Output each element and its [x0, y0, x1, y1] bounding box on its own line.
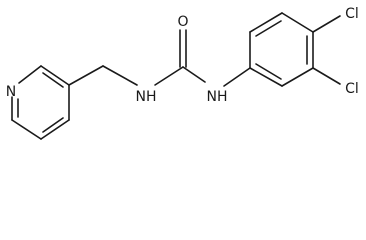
oxygen-label: O: [177, 14, 188, 30]
bond-c-cl-bottom: [312, 67, 341, 85]
linker-chain: [68, 29, 251, 87]
bond-py-c5-c6: [11, 119, 42, 140]
bond-ph-double-1: [255, 20, 282, 37]
bond-py-n-c2: [18, 65, 42, 84]
nh-right-label: NH: [207, 89, 228, 105]
bond-py-double-1: [42, 72, 64, 88]
bond-c-cl-top: [312, 15, 341, 33]
bond-py-c2-c3: [40, 65, 70, 86]
atom-labels: O NH NH N Cl Cl: [6, 6, 359, 105]
chlorine-bottom-label: Cl: [345, 81, 359, 97]
bond-ph-2: [249, 12, 283, 33]
bond-ph-double-3: [255, 63, 282, 80]
bond-carbonyl-nh: [182, 66, 206, 83]
pyridine-nitrogen-label: N: [6, 84, 16, 100]
nh-left-label: NH: [136, 89, 157, 105]
bond-py-double-2: [42, 117, 64, 133]
chemical-structure-diagram: O NH NH N Cl Cl: [6, 6, 359, 140]
bond-ph-3: [281, 12, 314, 33]
bond-py-c4-c5: [40, 119, 70, 140]
bond-nh-aryl: [223, 67, 251, 87]
bond-ring-ch2: [68, 65, 104, 86]
bond-ph-5: [281, 67, 314, 87]
dichlorophenyl-ring: [249, 12, 341, 87]
chlorine-top-label: Cl: [345, 6, 359, 22]
bond-ch2-nh: [102, 65, 138, 86]
bond-ph-6: [249, 67, 283, 87]
pyridine-ring: [11, 65, 70, 140]
bond-nh-carbonyl: [154, 66, 184, 86]
